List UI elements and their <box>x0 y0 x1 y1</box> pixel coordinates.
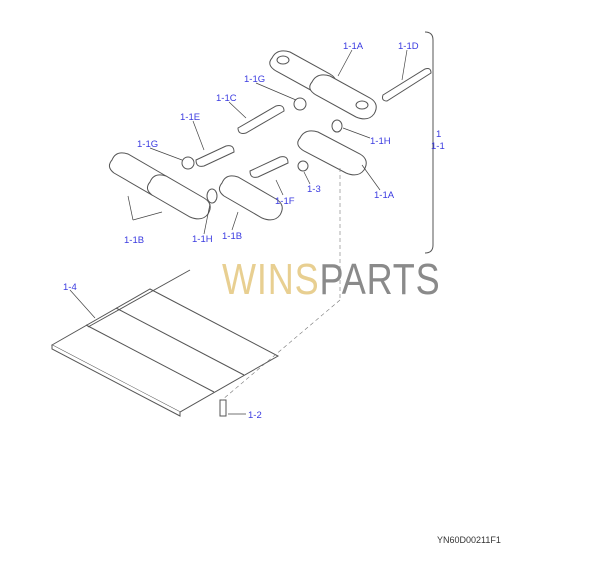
leader-lines <box>69 49 408 415</box>
label-1-1G-left: 1-1G <box>137 139 159 150</box>
label-1-3: 1-3 <box>307 184 321 195</box>
drawing-code: YN60D00211F1 <box>437 535 501 545</box>
track-shoe-1-4 <box>50 269 280 417</box>
label-1-2: 1-2 <box>248 410 262 421</box>
nut-1-3 <box>297 160 309 172</box>
label-1-1B-center: 1-1B <box>222 231 243 242</box>
track-link-1-1A-top <box>269 50 377 120</box>
track-link-1-1B-b <box>146 174 211 220</box>
track-link-1-1A-bottom <box>297 130 367 176</box>
ring-1-1H-right <box>331 119 343 133</box>
label-1-1B-left: 1-1B <box>124 235 145 246</box>
ring-1-1H-left <box>206 188 218 204</box>
label-1-1G-top: 1-1G <box>244 74 266 85</box>
watermark-part1: WINS <box>222 255 320 304</box>
label-1-4: 1-4 <box>63 282 77 293</box>
track-link-1-1B-c <box>218 175 283 221</box>
bushing-1-1C <box>237 105 285 134</box>
bracket-label-1: 1 <box>436 129 442 140</box>
assembly-lines <box>221 168 341 401</box>
label-1-1F: 1-1F <box>275 196 295 207</box>
label-1-1E: 1-1E <box>180 112 201 123</box>
label-1-1A-bottom: 1-1A <box>374 190 395 201</box>
bracket-label-1-1: 1-1 <box>431 141 445 152</box>
watermark-part2: PARTS <box>319 255 441 304</box>
pin-1-1D <box>382 68 432 102</box>
bushing-1-1F <box>249 156 289 178</box>
seal-1-1G-top <box>293 97 307 111</box>
seal-1-1G-left <box>181 156 195 170</box>
label-1-1A-top: 1-1A <box>343 41 364 52</box>
assembly-bracket <box>424 31 434 254</box>
label-1-1H-right: 1-1H <box>370 136 391 147</box>
bolt-1-2 <box>219 399 227 417</box>
bushing-1-1E <box>195 145 235 167</box>
label-1-1D: 1-1D <box>398 41 419 52</box>
label-1-1C: 1-1C <box>216 93 237 104</box>
watermark: WINSPARTS <box>222 258 441 302</box>
label-1-1H-left: 1-1H <box>192 234 213 245</box>
